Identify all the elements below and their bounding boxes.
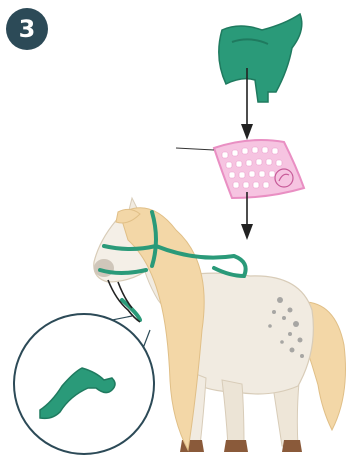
zoom-detail-icon [14, 314, 154, 454]
arrow-down-icon [241, 192, 253, 240]
saddle-pad-icon [176, 140, 304, 198]
saddle-icon [219, 14, 302, 102]
